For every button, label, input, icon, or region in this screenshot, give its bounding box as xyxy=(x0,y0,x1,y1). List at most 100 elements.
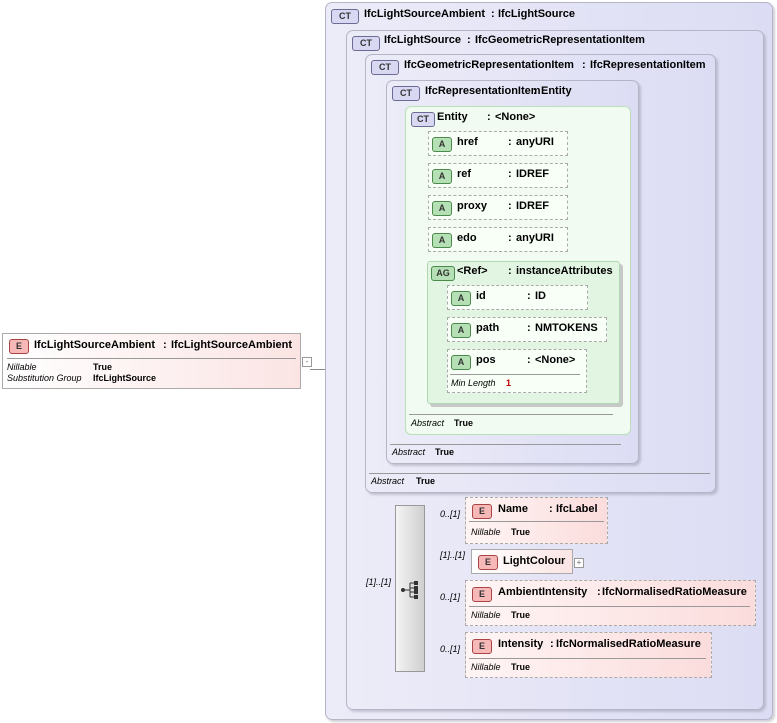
type-base: Entity xyxy=(541,85,572,97)
element-type: IfcNormalisedRatioMeasure xyxy=(556,638,701,650)
attribute-id[interactable]: A id : ID xyxy=(447,285,588,310)
attribute-group-type: instanceAttributes xyxy=(516,265,613,277)
element-badge: E xyxy=(472,504,492,519)
type-base: IfcLightSource xyxy=(498,8,576,20)
attribute-badge: A xyxy=(432,201,452,216)
attribute-badge: A xyxy=(432,233,452,248)
root-element[interactable]: E IfcLightSourceAmbient : IfcLightSource… xyxy=(2,333,301,389)
nillable-label: Nillable xyxy=(471,527,501,537)
nillable-label: Nillable xyxy=(471,610,501,620)
element-ambientintensity[interactable]: E AmbientIntensity : IfcNormalisedRatioM… xyxy=(465,580,756,626)
attribute-type: IDREF xyxy=(516,168,549,180)
nillable-label: Nillable xyxy=(471,662,501,672)
element-badge: E xyxy=(472,587,492,602)
attribute-path[interactable]: A path : NMTOKENS xyxy=(447,317,607,342)
divider xyxy=(369,473,710,474)
type-name: IfcLightSource xyxy=(384,34,462,46)
nillable-value: True xyxy=(511,527,531,537)
type-name: IfcGeometricRepresentationItem xyxy=(404,59,574,71)
prop-nillable-label: Nillable xyxy=(7,362,37,372)
attribute-type: anyURI xyxy=(516,136,554,148)
element-intensity[interactable]: E Intensity : IfcNormalisedRatioMeasure … xyxy=(465,632,712,678)
divider xyxy=(469,521,604,522)
root-element-name: IfcLightSourceAmbient xyxy=(34,339,156,351)
divider xyxy=(469,606,750,607)
divider xyxy=(7,358,296,359)
element-separator: : xyxy=(549,503,553,515)
type-base: IfcRepresentationItem xyxy=(590,59,706,71)
root-element-separator: : xyxy=(163,339,167,351)
type-name: Entity xyxy=(437,111,468,123)
complex-type-badge: CT xyxy=(331,9,359,24)
divider xyxy=(409,414,613,415)
element-title: AmbientIntensity xyxy=(498,586,588,598)
sequence-icon xyxy=(401,581,418,599)
divider xyxy=(450,374,580,375)
attribute-type: NMTOKENS xyxy=(535,322,598,334)
abstract-label: Abstract xyxy=(392,447,426,457)
collapse-button[interactable]: - xyxy=(302,357,312,367)
complex-type-badge: CT xyxy=(411,112,435,127)
min-length-label: Min Length xyxy=(451,378,496,388)
type-separator: : xyxy=(582,59,586,71)
attribute-name: id xyxy=(476,290,486,302)
element-title: Name xyxy=(498,503,528,515)
attribute-name: href xyxy=(457,136,478,148)
attribute-separator: : xyxy=(508,136,512,148)
attribute-name: path xyxy=(476,322,500,334)
attribute-name: edo xyxy=(457,232,477,244)
element-separator: : xyxy=(550,638,554,650)
type-base: IfcGeometricRepresentationItem xyxy=(475,34,645,46)
abstract-value: True xyxy=(454,418,474,428)
element-lightcolour[interactable]: E LightColour xyxy=(471,549,573,574)
sequence-cardinality: [1]..[1] xyxy=(366,577,392,587)
attribute-separator: : xyxy=(508,168,512,180)
attribute-href[interactable]: A href : anyURI xyxy=(428,131,568,156)
type-separator: : xyxy=(491,8,495,20)
root-element-type: IfcLightSourceAmbient xyxy=(171,339,293,351)
attribute-type: IDREF xyxy=(516,200,549,212)
element-type: IfcNormalisedRatioMeasure xyxy=(602,586,747,598)
attribute-separator: : xyxy=(508,200,512,212)
nillable-value: True xyxy=(511,610,531,620)
attribute-edo[interactable]: A edo : anyURI xyxy=(428,227,568,252)
prop-nillable-value: True xyxy=(93,362,113,372)
element-type: IfcLabel xyxy=(556,503,598,515)
element-name-cardinality: 0..[1] xyxy=(440,509,461,519)
attribute-type: anyURI xyxy=(516,232,554,244)
attribute-pos[interactable]: A pos : <None> Min Length 1 xyxy=(447,349,587,393)
min-length-value: 1 xyxy=(506,378,512,388)
attribute-badge: A xyxy=(451,291,471,306)
type-base: <None> xyxy=(495,111,536,123)
attribute-name: proxy xyxy=(457,200,487,212)
element-name[interactable]: E Name : IfcLabel Nillable True xyxy=(465,497,608,544)
attribute-type: ID xyxy=(535,290,546,302)
nillable-value: True xyxy=(511,662,531,672)
element-ambientintensity-cardinality: 0..[1] xyxy=(440,592,461,602)
attribute-ref[interactable]: A ref : IDREF xyxy=(428,163,568,188)
element-title: Intensity xyxy=(498,638,544,650)
attribute-proxy[interactable]: A proxy : IDREF xyxy=(428,195,568,220)
abstract-label: Abstract xyxy=(371,476,405,486)
sequence-compositor[interactable] xyxy=(395,505,425,672)
attribute-group-badge: AG xyxy=(431,266,455,281)
element-badge: E xyxy=(478,555,498,570)
attribute-badge: A xyxy=(451,355,471,370)
element-lightcolour-cardinality: [1]..[1] xyxy=(440,550,466,560)
attribute-separator: : xyxy=(527,290,531,302)
type-separator: : xyxy=(467,34,471,46)
divider xyxy=(390,444,621,445)
attribute-separator: : xyxy=(527,322,531,334)
element-title: LightColour xyxy=(503,555,566,567)
type-separator: : xyxy=(533,85,537,97)
complex-type-badge: CT xyxy=(371,60,399,75)
attribute-badge: A xyxy=(432,169,452,184)
attribute-group-separator: : xyxy=(508,265,512,277)
abstract-value: True xyxy=(416,476,436,486)
attribute-badge: A xyxy=(432,137,452,152)
type-name: IfcLightSourceAmbient xyxy=(364,8,486,20)
attribute-name: ref xyxy=(457,168,472,180)
divider xyxy=(469,658,706,659)
expand-button[interactable]: + xyxy=(574,558,584,568)
attribute-group-name: <Ref> xyxy=(457,265,488,277)
